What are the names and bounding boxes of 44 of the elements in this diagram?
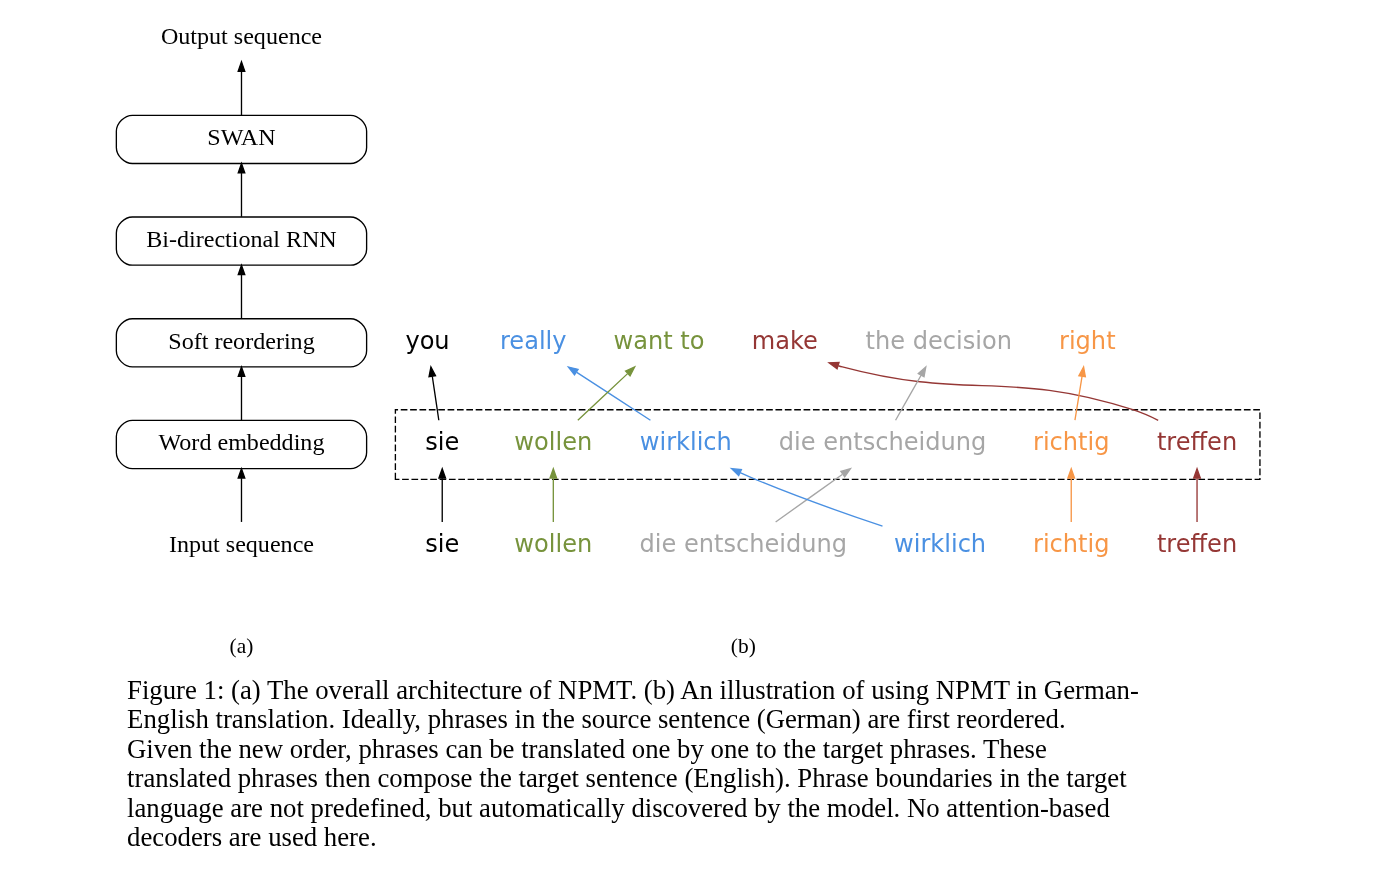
- label: (a): [229, 634, 253, 659]
- node-text: sie: [424, 530, 459, 559]
- node-box: Soft reordering: [115, 318, 367, 368]
- node-box: Bi-directional RNN: [115, 216, 367, 266]
- arrow: [729, 467, 883, 527]
- arrow: [566, 365, 651, 421]
- caption: Figure 1: (a) The overall architecture of NPMT. (b) An illustration of using NPMT in German-English translation. Ideally, phrases in the source sentence (German) are first reordered. Given the new order, phrases can be translated one by one to the target phrases. These translated phrases then compose the target sentence (English). Phrase boundaries in the target language are not predefined, but automatically discovered by the model. No attention-based decoders are used here.: [126, 674, 1139, 853]
- arrow: [894, 365, 927, 421]
- node-text: wollen: [513, 428, 592, 457]
- node-text: treffen: [1156, 530, 1237, 559]
- node-text: really: [499, 326, 567, 355]
- node-box: SWAN: [115, 114, 367, 165]
- node-text: make: [751, 326, 818, 355]
- arrow: [236, 364, 246, 421]
- node-text: Input sequence: [168, 531, 314, 558]
- node-text: richtig: [1032, 428, 1109, 457]
- node-text: want to: [613, 326, 705, 355]
- node-text: wirklich: [639, 428, 732, 457]
- node-text: die entscheidung: [639, 530, 847, 559]
- node-text: treffen: [1156, 428, 1237, 457]
- node-text: wollen: [513, 530, 592, 559]
- node-text: you: [404, 326, 450, 355]
- label: (b): [730, 634, 756, 659]
- arrow: [236, 466, 246, 523]
- arrow: [1073, 365, 1086, 421]
- node-text: richtig: [1032, 530, 1109, 559]
- arrow: [1066, 466, 1075, 523]
- node-text: die entscheidung: [778, 428, 986, 457]
- arrow: [236, 263, 246, 320]
- node-text: the decision: [865, 326, 1012, 355]
- arrow: [236, 161, 246, 218]
- node-text: right: [1058, 326, 1116, 355]
- arrow: [236, 59, 246, 116]
- arrow: [576, 365, 636, 421]
- node-text: sie: [424, 428, 459, 457]
- node-box: Word embedding: [115, 419, 367, 470]
- arrow: [437, 466, 446, 523]
- arrow: [1192, 466, 1201, 523]
- arrow: [774, 467, 852, 523]
- arrow: [427, 365, 439, 421]
- arrow: [548, 466, 558, 523]
- node-text: wirklich: [893, 530, 986, 559]
- arrow: [826, 361, 1159, 421]
- node-text: Output sequence: [160, 22, 322, 49]
